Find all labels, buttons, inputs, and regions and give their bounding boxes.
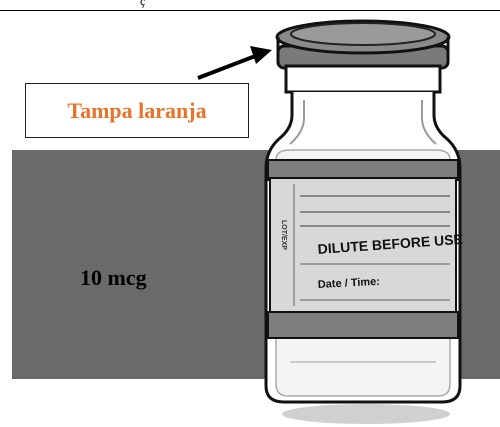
vial-shadow <box>282 404 450 424</box>
dose-box: 10 mcg <box>70 248 250 308</box>
date-time-label: Date / Time: <box>318 276 381 291</box>
vial-label: LOT/EXP DILUTE BEFORE USE Date / Time: <box>269 177 463 313</box>
lot-exp-text: LOT/EXP <box>280 220 287 250</box>
dose-label: 10 mcg <box>80 265 147 290</box>
header-fragment: ç <box>140 0 146 8</box>
cap-callout-label: Tampa laranja <box>67 97 207 123</box>
vial-cap <box>275 19 451 70</box>
vial-band-bottom <box>267 311 459 339</box>
cap-callout-box: Tampa laranja <box>25 83 249 138</box>
top-rule: ç <box>0 0 500 11</box>
arrow-icon <box>197 46 272 80</box>
